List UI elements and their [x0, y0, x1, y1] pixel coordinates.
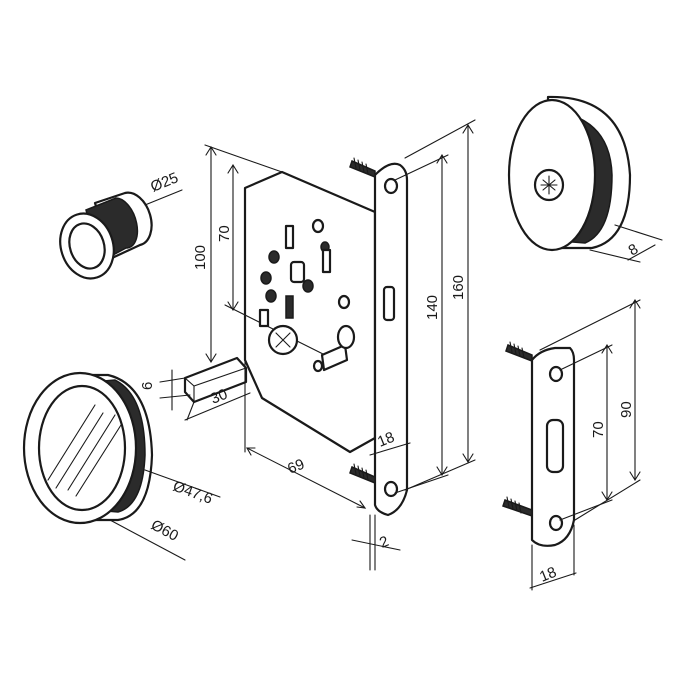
screw-hole-icon [383, 480, 399, 498]
dim-depth-8: 8 [626, 241, 642, 260]
strike-plate [502, 341, 576, 547]
dim-faceplate-width-18: 18 [375, 429, 397, 451]
screw-icon [502, 496, 533, 518]
dim-length-30: 30 [208, 386, 230, 408]
lock-faceplate [349, 157, 409, 517]
body-dimension-lines [159, 119, 476, 571]
thumb-turn-knob [507, 95, 663, 263]
bolt-slot-icon [382, 285, 396, 322]
slot-icon [284, 224, 295, 250]
dim-strike-90: 90 [618, 401, 635, 418]
dim-strike-70: 70 [590, 421, 607, 438]
slot-icon [258, 308, 270, 328]
hole-icon [311, 218, 325, 234]
screw-hole-icon [548, 514, 564, 532]
strike-dimension-lines [529, 298, 641, 591]
dim-height-140: 140 [424, 295, 441, 320]
screw-hole-icon [383, 177, 399, 195]
dim-strike-width-18: 18 [537, 564, 559, 586]
hole-icon [312, 359, 324, 373]
hole-icon [302, 279, 314, 293]
hole-icon [337, 294, 351, 310]
hole-icon [265, 289, 277, 303]
small-cylinder [59, 189, 183, 280]
hole-icon [268, 250, 280, 264]
hole-icon [260, 271, 272, 285]
dim-diameter-60: Ø60 [148, 517, 181, 545]
dim-height-100: 100 [192, 245, 209, 270]
strike-slot-icon [545, 418, 565, 474]
lock-body [183, 170, 377, 454]
dim-width-6: 6 [139, 382, 156, 390]
screw-icon [505, 341, 533, 363]
screw-hole-icon [548, 365, 564, 383]
dim-height-70: 70 [216, 225, 233, 242]
slot-icon [321, 248, 332, 274]
dim-height-160: 160 [450, 275, 467, 300]
dim-backset-69: 69 [285, 456, 307, 478]
slot-icon [285, 295, 294, 319]
hole-icon [336, 324, 356, 350]
dim-thickness-2: 2 [377, 533, 391, 552]
slot-icon [289, 260, 306, 284]
flush-pull-rosette [22, 371, 221, 561]
screw-icon [349, 463, 376, 485]
dim-diameter-25: Ø25 [148, 169, 181, 195]
dim-diameter-47-6: Ø47,6 [171, 478, 215, 508]
screw-icon [349, 157, 376, 179]
